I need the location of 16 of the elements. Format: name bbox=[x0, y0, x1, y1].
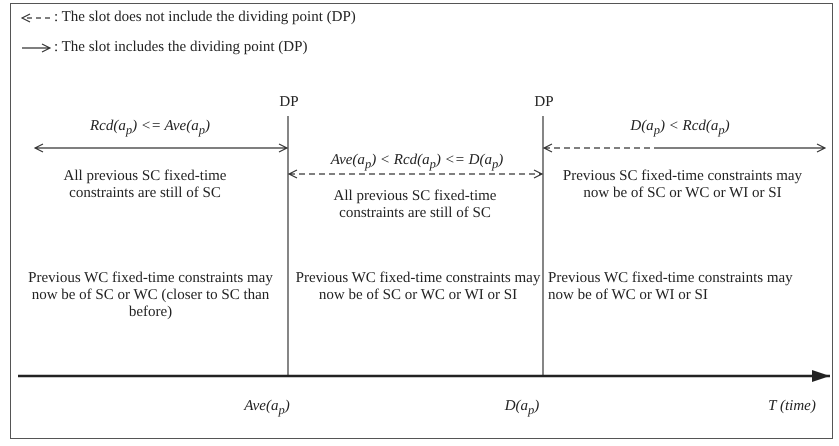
legend-text: : The slot includes the dividing point (DP) bbox=[54, 39, 308, 56]
legend-text: : The slot does not include the dividing point (DP) bbox=[54, 9, 356, 26]
condition-label: Ave(a$_{p}$) < Rcd(a$_{p}$) <= D(a$_{p}$) bbox=[329, 152, 504, 173]
slot-description: Previous WC fixed-time constraints may now be of SC or WC (closer to SC than before) bbox=[28, 270, 273, 321]
slot-description: Previous SC fixed-time constraints may now be of SC or WC or WI or SI bbox=[562, 168, 804, 202]
slot-description: Previous WC fixed-time constraints may now be of SC or WC or WI or SI bbox=[294, 270, 542, 304]
condition-label: Rcd(a$_{p}$) <= Ave(a$_{p}$) bbox=[89, 118, 211, 139]
axis-label: T (time) bbox=[767, 398, 817, 415]
slot-description: All previous SC fixed-time constraints are still of SC bbox=[62, 168, 228, 202]
axis-tick-label: Ave(a$_{p}$) bbox=[242, 398, 291, 419]
axis-tick-label: D(a$_{p}$) bbox=[504, 398, 540, 419]
condition-label: D(a$_{p}$) < Rcd(a$_{p}$) bbox=[629, 118, 731, 139]
slot-description: All previous SC fixed-time constraints are still of SC bbox=[332, 188, 498, 222]
dividing-point-label: DP bbox=[533, 94, 555, 111]
dividing-point-label: DP bbox=[278, 94, 300, 111]
slot-description: Previous WC fixed-time constraints may now be of WC or WI or SI bbox=[548, 270, 794, 304]
